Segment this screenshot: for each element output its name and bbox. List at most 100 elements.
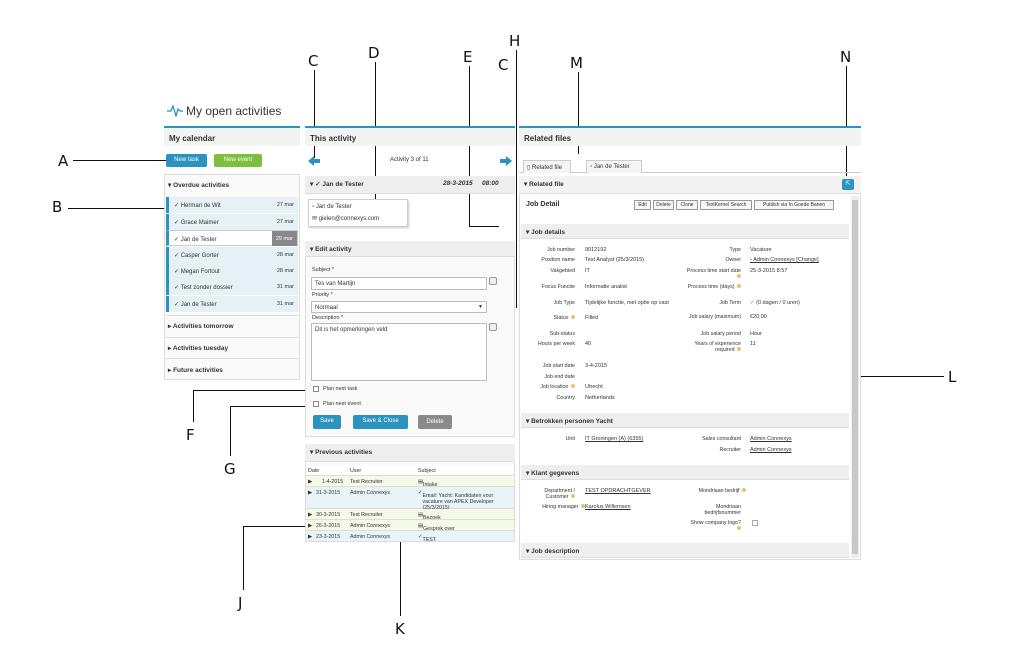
subject-label: Subject *	[312, 267, 335, 273]
contact-name-text: Jan de Tester	[315, 204, 352, 210]
delete-button-related[interactable]: Delete	[653, 200, 674, 210]
table-row[interactable]: ▶ 31-3-2015 Admin Connexys ✓ Email: Yach…	[306, 487, 514, 511]
job-details-bar[interactable]: ▾ Job details	[521, 224, 849, 239]
help-icon[interactable]	[737, 526, 741, 530]
calendar-item-name: Grace Maimer	[180, 220, 219, 226]
description-picker-icon[interactable]	[489, 323, 497, 331]
next-arrow-icon[interactable]	[500, 156, 512, 166]
contact-email[interactable]: ✉ gielen@connexys.com	[312, 215, 379, 222]
field-value: Informatie analist	[585, 284, 627, 290]
calendar-item-name: Casper Gorter	[180, 253, 219, 259]
related-file-title: Related file	[529, 181, 564, 188]
help-icon[interactable]	[742, 488, 746, 492]
new-event-button[interactable]: New event	[214, 154, 262, 167]
textkernel-search-button[interactable]: TextKernel Search	[700, 200, 752, 210]
activity-person-bar[interactable]: ▾ ✓ Jan de Tester 28-3-2015 08:00	[305, 176, 515, 194]
divider	[166, 315, 298, 316]
expand-icon[interactable]: ▶	[308, 490, 313, 496]
row-date: 23-3-2015	[316, 534, 341, 540]
calendar-item-date: 28 mar	[276, 252, 294, 258]
field-label: Job location	[520, 384, 575, 390]
help-icon[interactable]	[737, 274, 741, 278]
owner-link[interactable]: ▪ Admin Connexys [Change]	[750, 257, 819, 263]
recruiter-link[interactable]: Admin Connexys	[750, 447, 792, 453]
help-icon[interactable]	[571, 494, 575, 498]
activity-time: 08:00	[482, 180, 499, 187]
tuesday-toggle[interactable]: ▸ Activities tuesday	[168, 345, 229, 352]
edit-activity-bar[interactable]: ▾ Edit activity	[305, 241, 515, 257]
overdue-toggle[interactable]: ▾ Overdue activities	[168, 182, 230, 189]
previous-arrow-icon[interactable]	[308, 156, 320, 166]
callout-m: M	[570, 54, 583, 72]
person-icon: ▪	[590, 164, 593, 170]
callout-a: A	[58, 152, 69, 170]
contact-name[interactable]: ▪ Jan de Tester	[312, 204, 352, 210]
previous-activities-bar[interactable]: ▾ Previous activities	[305, 444, 515, 462]
help-icon[interactable]	[737, 347, 741, 351]
related-file-bar[interactable]: ▾ Related file	[519, 176, 861, 194]
show-logo-checkbox[interactable]	[752, 520, 758, 526]
table-row[interactable]: ▶ 26-3-2015 Admin Connexys ▤ Gesprek ove…	[306, 520, 514, 538]
callout-g-line-h	[230, 406, 314, 407]
new-task-button[interactable]: New task	[166, 154, 207, 167]
expand-icon[interactable]: ▶	[308, 479, 313, 485]
callout-n: N	[840, 48, 852, 66]
priority-select[interactable]: Normaal▼	[311, 301, 487, 313]
expand-icon[interactable]: ▶	[308, 512, 313, 518]
table-row[interactable]: ▶ 23-3-2015 Admin Connexys ✓ TEST	[306, 531, 514, 543]
plan-task-checkbox[interactable]	[313, 386, 319, 392]
table-row[interactable]: ▶ 30-3-2015 Test Recruiter ▤ Bezoek	[306, 509, 514, 521]
scrollbar-thumb[interactable]	[852, 200, 858, 554]
file-icon: ▯	[527, 165, 531, 171]
future-toggle[interactable]: ▸ Future activities	[168, 367, 223, 374]
calendar-item-date: 27 mar	[276, 219, 294, 225]
subject-input[interactable]: Tes van Martijn	[311, 277, 487, 290]
job-description-title: Job description	[531, 548, 580, 555]
help-icon[interactable]	[737, 284, 741, 288]
description-textarea[interactable]: Dit is het opmerkingen veld	[311, 323, 487, 381]
plan-event-checkbox[interactable]	[313, 401, 319, 407]
mail-icon: ✉	[312, 216, 318, 222]
field-value: Utrecht	[585, 384, 603, 390]
edit-button[interactable]: Edit	[634, 200, 651, 210]
contact-picker-icon[interactable]	[489, 277, 497, 285]
tab-related-file[interactable]: ▯ Related file	[523, 160, 571, 173]
clone-button[interactable]: Clone	[676, 200, 698, 210]
help-icon[interactable]	[581, 504, 585, 508]
unit-link[interactable]: IT Groningen (A) (6355)	[585, 436, 644, 442]
dept-link[interactable]: TEST OPDRACHTGEVER	[585, 488, 651, 494]
klant-bar[interactable]: ▾ Klant gegevens	[521, 465, 849, 480]
help-icon[interactable]	[571, 315, 575, 319]
expand-icon[interactable]: ▶	[308, 534, 313, 540]
hiring-link[interactable]: Karolus Willemsen	[585, 504, 631, 510]
field-value: Test Analyst (25/3/2015)	[585, 257, 645, 263]
help-icon[interactable]	[571, 384, 575, 388]
mondriaan-label: Mondriaan bedrijf	[686, 488, 746, 494]
field-value: Filled	[585, 315, 599, 321]
save-button[interactable]: Save	[313, 415, 341, 429]
expand-icon[interactable]: ▶	[308, 523, 313, 529]
pin-icon[interactable]: ⇱	[842, 179, 854, 190]
tab-jan-de-tester[interactable]: ▪ Jan de Tester	[586, 160, 642, 173]
calendar-item-name: Jan de Tester	[180, 302, 217, 308]
field-label: Job Term	[719, 300, 741, 306]
table-row[interactable]: ▶ 1-4-2015 Test Recruiter ▤ Intake gespr…	[306, 476, 514, 494]
field-value: 25-3-2015 8:57	[750, 268, 788, 274]
tomorrow-toggle[interactable]: ▸ Activities tomorrow	[168, 323, 234, 330]
publish-button[interactable]: Publish via In Goede Banen	[754, 200, 834, 210]
job-description-bar[interactable]: ▾ Job description	[521, 543, 849, 558]
save-close-button[interactable]: Save & Close	[353, 415, 408, 429]
betrokken-bar[interactable]: ▾ Betrokken personen Yacht	[521, 413, 849, 428]
sales-link[interactable]: Admin Connexys	[750, 436, 792, 442]
calendar-item-name: Test zonder dossier	[180, 285, 233, 291]
delete-button[interactable]: Delete	[418, 415, 452, 429]
callout-m-line	[578, 72, 579, 154]
field-label: Process time (days)	[686, 284, 741, 290]
